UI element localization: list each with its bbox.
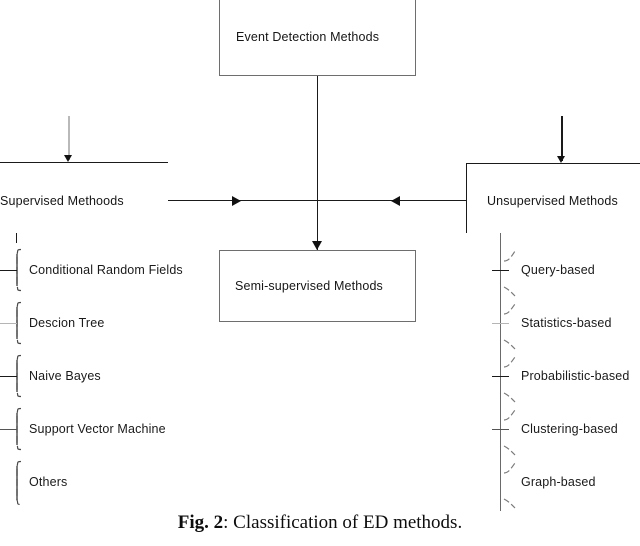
brace-icon bbox=[503, 445, 516, 474]
brace-icon bbox=[16, 301, 22, 345]
leaf-tick bbox=[492, 270, 509, 271]
arrowhead-into-unsupervised bbox=[557, 156, 565, 163]
node-event-detection-methods-label: Event Detection Methods bbox=[236, 30, 380, 44]
list-item-label: Conditional Random Fields bbox=[29, 263, 183, 277]
brace-icon bbox=[503, 392, 516, 421]
list-item-label: Query-based bbox=[521, 263, 595, 277]
list-item-label: Others bbox=[29, 475, 68, 489]
brace-icon bbox=[503, 286, 516, 315]
connector-root-to-unsupervised bbox=[561, 116, 563, 161]
leaf-tick bbox=[0, 270, 17, 271]
brace-icon bbox=[16, 407, 22, 451]
figure-caption-text: : Classification of ED methods. bbox=[223, 512, 463, 533]
leaf-tick bbox=[492, 376, 509, 377]
list-item-label: Statistics-based bbox=[521, 316, 612, 330]
brace-icon bbox=[503, 339, 516, 368]
node-supervised-methods-label: Supervised Methoods bbox=[0, 194, 124, 208]
figure-caption-prefix: Fig. 2 bbox=[177, 512, 224, 533]
connector-horizontal-bar bbox=[168, 200, 466, 201]
brace-icon bbox=[16, 248, 22, 292]
figure-caption: Fig. 2: Classification of ED methods. bbox=[0, 512, 640, 534]
node-semi-supervised-methods-label: Semi-supervised Methods bbox=[235, 279, 383, 293]
brace-icon bbox=[503, 498, 516, 509]
brace-icon bbox=[503, 250, 516, 262]
node-unsupervised-methods bbox=[466, 163, 640, 233]
leaf-tick bbox=[492, 323, 509, 324]
list-item-label: Naive Bayes bbox=[29, 369, 101, 383]
brace-icon bbox=[16, 354, 22, 398]
list-item-label: Support Vector Machine bbox=[29, 422, 166, 436]
node-semi-supervised-methods bbox=[219, 250, 416, 322]
list-item-label: Descion Tree bbox=[29, 316, 105, 330]
brace-icon bbox=[16, 460, 22, 506]
arrowhead-toward-center-from-right bbox=[391, 196, 400, 206]
list-item-label: Clustering-based bbox=[521, 422, 618, 436]
node-unsupervised-methods-label: Unsupervised Methods bbox=[487, 194, 618, 208]
leaf-tick bbox=[0, 323, 17, 324]
node-supervised-methods bbox=[0, 162, 168, 282]
arrowhead-toward-center-from-left bbox=[232, 196, 241, 206]
node-event-detection-methods bbox=[219, 0, 416, 76]
leaf-tick bbox=[492, 429, 509, 430]
connector-root-to-supervised bbox=[68, 116, 70, 160]
right-spine bbox=[500, 233, 501, 511]
arrowhead-into-supervised bbox=[64, 155, 72, 162]
list-item-label: Graph-based bbox=[521, 475, 596, 489]
left-spine-stub bbox=[16, 233, 17, 243]
list-item-label: Probabilistic-based bbox=[521, 369, 630, 383]
connector-root-to-center bbox=[317, 76, 318, 250]
leaf-tick bbox=[0, 429, 17, 430]
leaf-tick bbox=[0, 376, 17, 377]
arrowhead-into-semi-supervised bbox=[312, 241, 322, 250]
